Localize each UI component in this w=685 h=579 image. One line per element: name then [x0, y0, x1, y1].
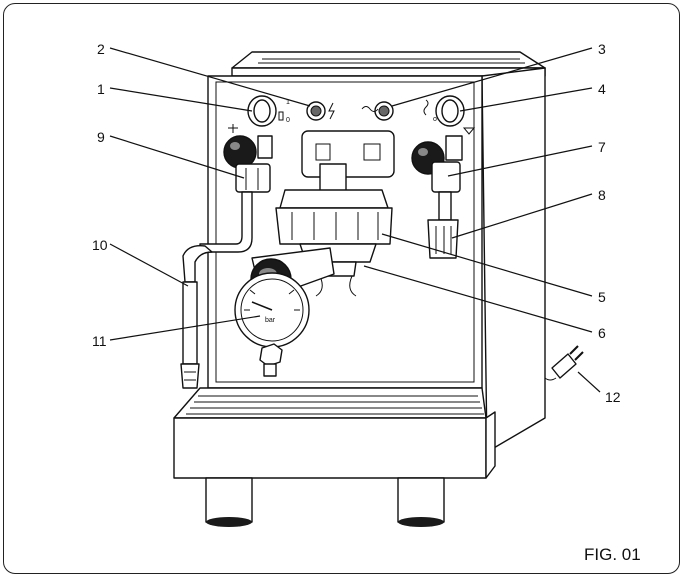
callout-3: 3: [598, 41, 606, 57]
svg-text:o: o: [433, 116, 437, 123]
figure-label: FIG. 01: [584, 545, 641, 564]
callout-4: 4: [598, 81, 606, 97]
callout-5: 5: [598, 289, 606, 305]
callout-11: 11: [92, 333, 107, 349]
callout-7: 7: [598, 139, 606, 155]
machine-feet: [206, 478, 444, 527]
callout-2: 2: [97, 41, 105, 57]
callout-10: 10: [92, 237, 108, 253]
drip-tray: [174, 388, 495, 478]
pressure-gauge: bar: [235, 273, 309, 347]
callout-9: 9: [97, 129, 105, 145]
callout-1: 1: [97, 81, 105, 97]
power-plug: [545, 346, 583, 380]
callout-6: 6: [598, 325, 606, 341]
gauge-unit: bar: [265, 317, 276, 324]
callout-8: 8: [598, 187, 606, 203]
switch-off-mark: 0: [286, 117, 290, 124]
callout-12: 12: [605, 389, 621, 405]
